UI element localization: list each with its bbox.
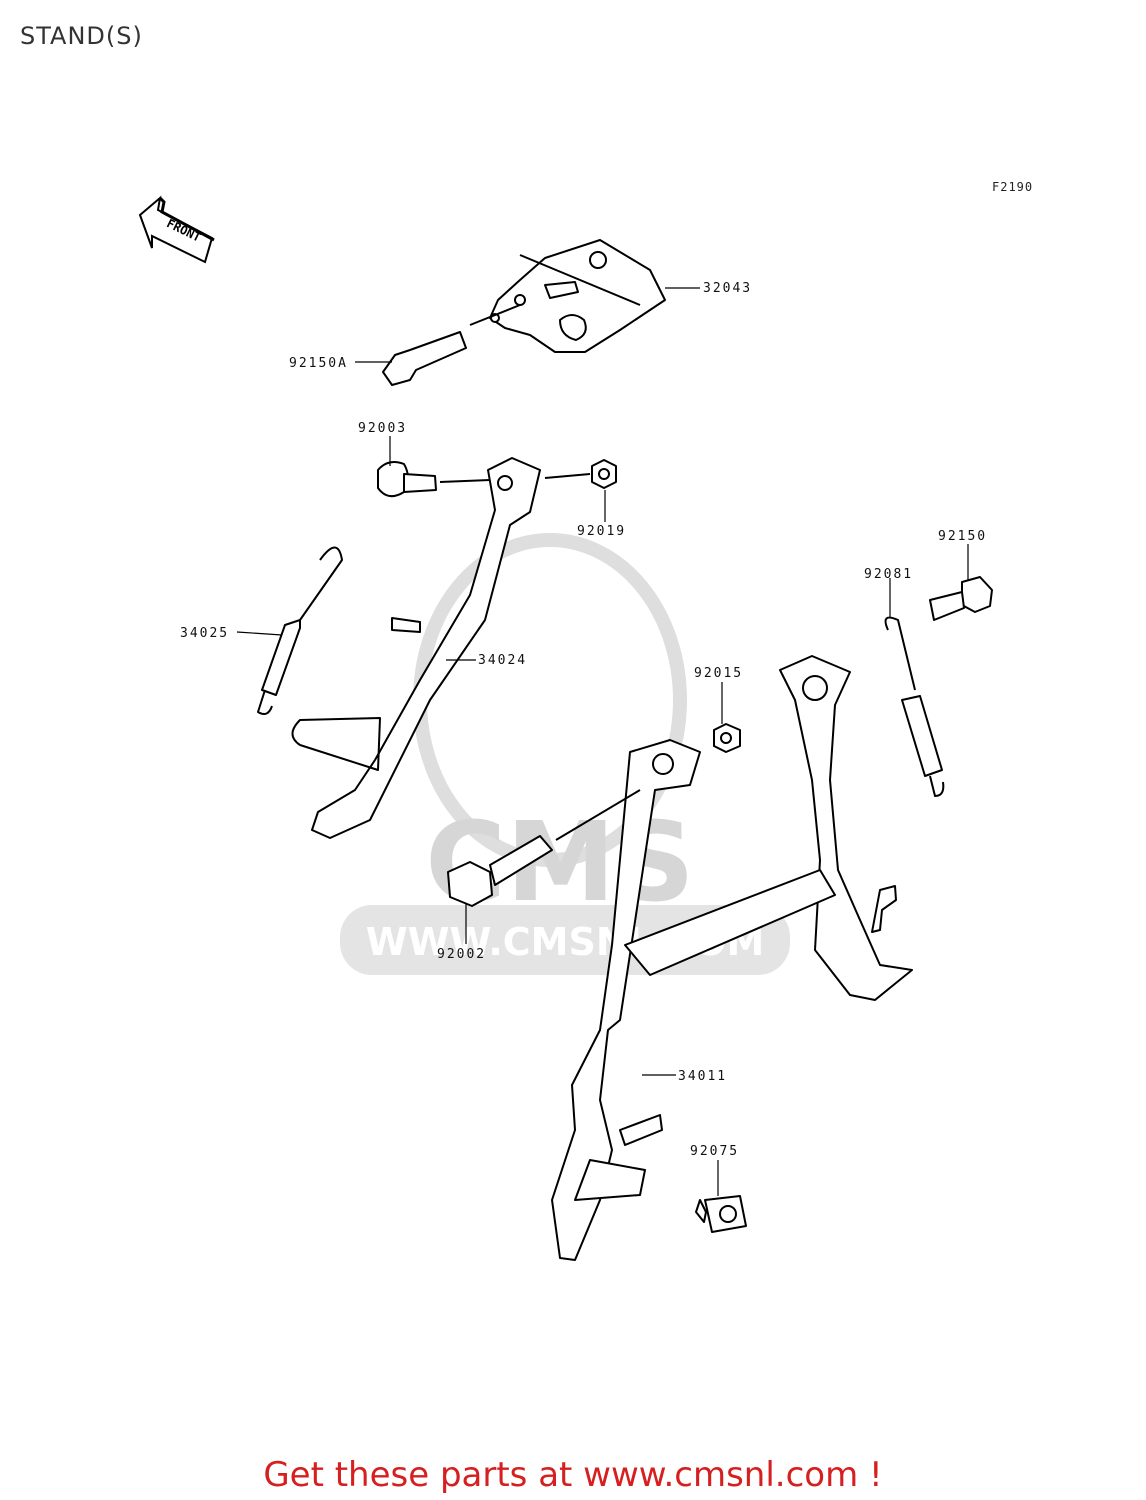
- nut-92019: [544, 459, 617, 489]
- front-arrow: FRONT: [138, 195, 215, 264]
- footer-link[interactable]: Get these parts at www.cmsnl.com !: [263, 1455, 883, 1495]
- part-label-34024: 34024: [478, 653, 527, 668]
- nut-92015: [713, 723, 741, 753]
- bolt-92150A: [382, 304, 521, 386]
- part-label-92075: 92075: [690, 1144, 739, 1159]
- figure-code: F2190: [992, 180, 1034, 194]
- part-label-34025: 34025: [180, 626, 229, 641]
- page-title: STAND(S): [20, 22, 143, 50]
- rubber-92075: [695, 1195, 747, 1233]
- part-label-32043: 32043: [703, 281, 752, 296]
- bolt-92150: [929, 576, 993, 621]
- main-stand-34011: [551, 655, 913, 1261]
- bracket-32043: [489, 239, 666, 353]
- side-stand-34024: [291, 457, 541, 839]
- part-label-92150A: 92150A: [289, 356, 348, 371]
- part-labels: 32043 92150A 92003 92019 34025 34024 921…: [180, 281, 987, 1159]
- spring-34025: [257, 546, 343, 715]
- part-label-34011: 34011: [678, 1069, 727, 1084]
- part-label-92003: 92003: [358, 421, 407, 436]
- spring-92081: [884, 616, 945, 797]
- leader-lines: [236, 287, 969, 1196]
- pin-stand-right: [871, 885, 897, 933]
- part-label-92081: 92081: [864, 567, 913, 582]
- pin-92003: [377, 461, 491, 498]
- part-label-92150: 92150: [938, 529, 987, 544]
- part-label-92002: 92002: [437, 947, 486, 962]
- part-label-92019: 92019: [577, 524, 626, 539]
- bolt-92002: [447, 789, 641, 907]
- part-label-92015: 92015: [694, 666, 743, 681]
